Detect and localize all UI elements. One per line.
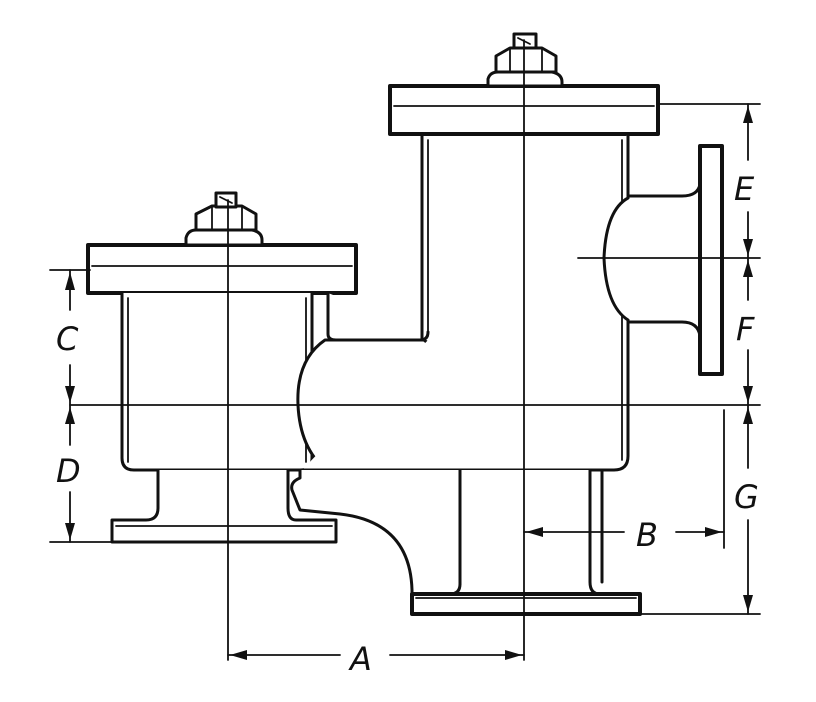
label-f: F [736,310,755,348]
large-nut [486,32,564,88]
small-nut [184,191,264,247]
label-c: C [56,320,79,358]
centre-lines [69,39,761,661]
label-a: A [348,640,372,678]
label-g: G [734,478,759,516]
small-chamber-body [120,291,314,472]
small-chamber [86,191,358,544]
small-cover-plate [86,243,358,295]
arrowheads [65,106,753,660]
side-flange [698,144,724,376]
label-d: D [56,452,81,490]
side-outlet [602,144,724,376]
label-e: E [734,170,755,208]
lower-pipe [290,468,642,616]
bottom-flange [410,592,642,616]
label-b: B [636,516,658,554]
large-chamber [300,32,660,472]
large-chamber-body [300,132,630,472]
